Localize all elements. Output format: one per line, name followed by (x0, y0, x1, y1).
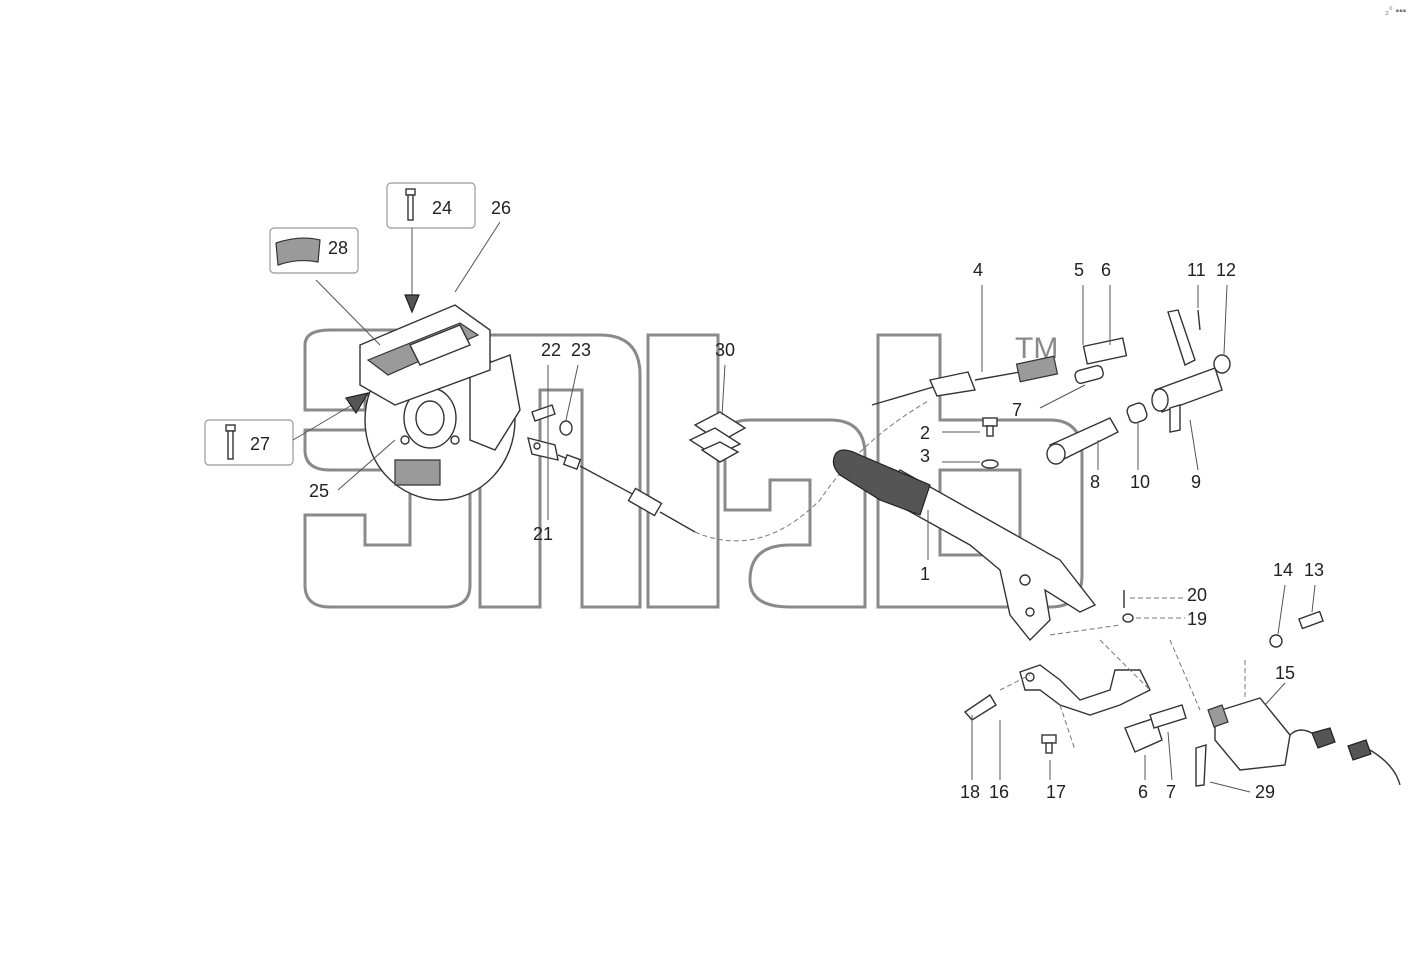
part-number-18: 18 (960, 782, 980, 802)
part-number-6: 6 (1101, 260, 1111, 280)
inset-pad-28: 28 (269, 227, 359, 274)
switch-15: 14 13 15 29 (1195, 560, 1401, 802)
handbrake-lever-1: 1 (832, 449, 1097, 642)
part-number-3: 3 (920, 446, 930, 466)
part-number-20: 20 (1187, 585, 1207, 605)
part-number-30: 30 (715, 340, 735, 360)
cable-21 (527, 399, 931, 542)
arrow-diagonal-icon (345, 392, 370, 415)
part-number-11: 11 (1187, 260, 1206, 280)
part-number-6b: 6 (1138, 782, 1148, 802)
part-number-23: 23 (571, 340, 591, 360)
part-number-28: 28 (328, 238, 348, 258)
part-number-4: 4 (973, 260, 983, 280)
part-number-2: 2 (920, 423, 930, 443)
brake-disc-caliper-assembly (359, 304, 521, 501)
part-number-8: 8 (1090, 472, 1100, 492)
part-number-15: 15 (1275, 663, 1295, 683)
part-number-27: 27 (250, 434, 270, 454)
inset-bolt-24: 24 (386, 182, 476, 229)
part-number-10: 10 (1130, 472, 1150, 492)
clevis-6-pin-7-lower: 6 7 (1124, 704, 1187, 802)
part-number-24: 24 (432, 198, 452, 218)
part-number-12: 12 (1216, 260, 1236, 280)
part-number-9: 9 (1191, 472, 1201, 492)
part-number-17: 17 (1046, 782, 1066, 802)
corner-mark: ₂° ▪▪▪ (1385, 6, 1407, 17)
clip-30: 30 (688, 340, 747, 463)
part-number-22: 22 (541, 340, 561, 360)
adjuster-rod-4: 4 5 6 (871, 260, 1128, 406)
part-number-1: 1 (920, 564, 930, 584)
arrow-down-icon (404, 294, 420, 314)
part-number-29: 29 (1255, 782, 1275, 802)
bracket-16: 18 16 17 (960, 664, 1151, 802)
part-number-7: 7 (1012, 400, 1022, 420)
part-number-21: 21 (533, 524, 553, 544)
pivot-assembly: 8 10 9 11 12 (1046, 260, 1236, 492)
bolt-2-washer-3: 2 3 (920, 417, 999, 469)
part-number-14: 14 (1273, 560, 1293, 580)
part-number-13: 13 (1304, 560, 1324, 580)
part-number-5: 5 (1074, 260, 1084, 280)
part-number-26: 26 (491, 198, 511, 218)
pin-22 (531, 404, 556, 422)
spring-20-washer-19: 20 19 (1122, 585, 1207, 629)
part-number-25: 25 (309, 481, 329, 501)
part-number-16: 16 (989, 782, 1009, 802)
pin-7 (1074, 365, 1104, 384)
part-number-19: 19 (1187, 609, 1207, 629)
pin-23 (559, 420, 573, 436)
inset-screw-27: 27 (204, 419, 294, 466)
part-number-7b: 7 (1166, 782, 1176, 802)
